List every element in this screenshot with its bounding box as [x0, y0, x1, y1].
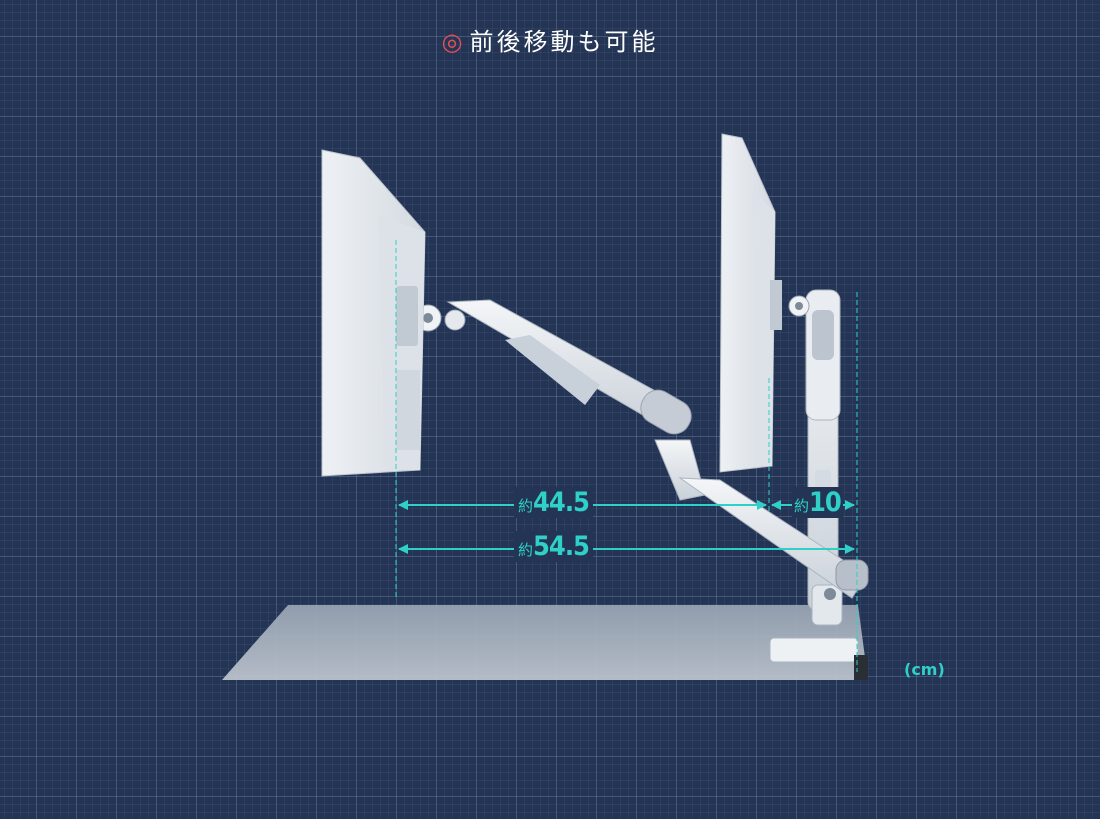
approx-prefix: 約	[794, 497, 810, 515]
front-monitor	[321, 149, 426, 477]
rear-monitor	[719, 133, 782, 473]
dimension-value: 54.5	[533, 531, 590, 562]
dimension-label-54-5: 約54.5	[514, 531, 593, 562]
dimension-value: 44.5	[533, 487, 590, 518]
retracted-monitor-arm	[769, 289, 868, 680]
approx-prefix: 約	[518, 541, 534, 559]
unit-label: (cm)	[904, 660, 945, 679]
extended-monitor-arm	[414, 299, 869, 600]
guide-lines	[395, 240, 858, 672]
page-title: ◎前後移動も可能	[0, 22, 1100, 57]
dimension-label-44-5: 約44.5	[514, 487, 593, 518]
approx-prefix: 約	[518, 497, 534, 515]
title-text: 前後移動も可能	[469, 28, 659, 56]
desk-surface	[222, 605, 868, 680]
dimension-value: 10	[809, 487, 842, 518]
dimension-label-10: 約10	[792, 487, 843, 518]
double-circle-icon: ◎	[441, 28, 466, 56]
